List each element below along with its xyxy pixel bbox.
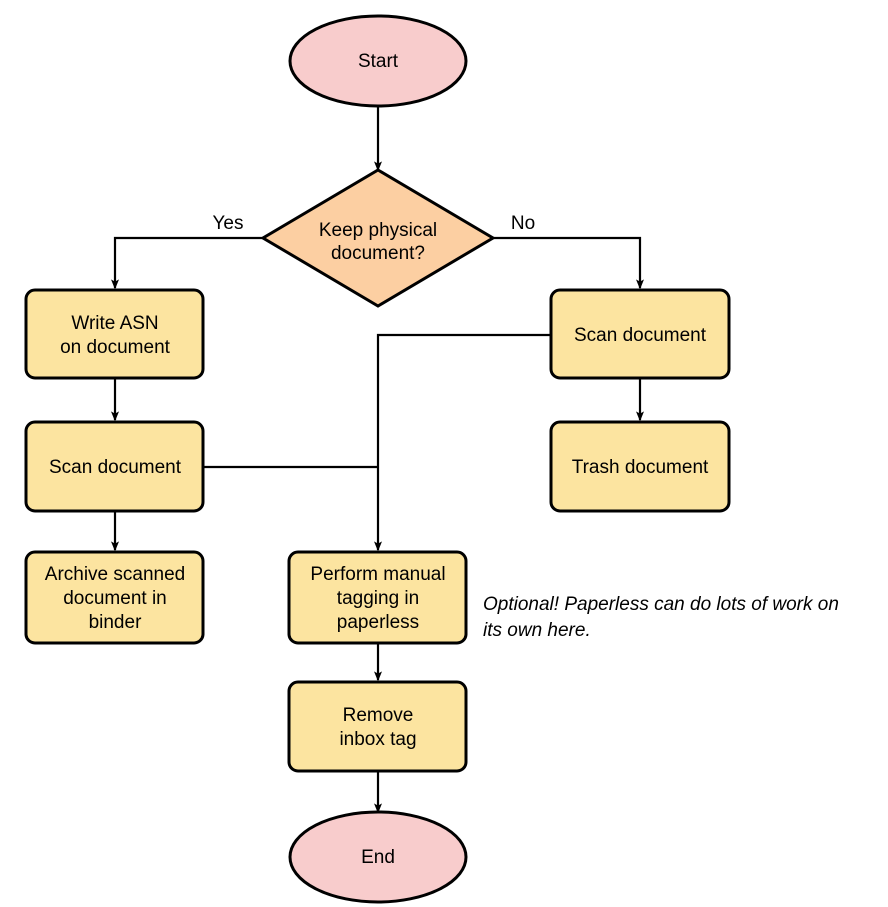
scan-document-right-box-shape <box>549 288 731 380</box>
archive-label-line2: document in <box>63 588 167 609</box>
edge-decision-yes-to-write-asn <box>111 236 263 290</box>
remove-inbox-label-line2: inbox tag <box>339 729 416 750</box>
remove-inbox-label-line1: Remove <box>343 705 414 726</box>
scan-document-left-label: Scan document <box>49 457 182 478</box>
scan-document-left-box-shape <box>24 420 205 513</box>
write-asn-box-shape <box>24 288 205 380</box>
edge-label-no: No <box>511 213 535 234</box>
archive-box-shape <box>24 550 205 645</box>
end-ellipse-shape <box>288 810 468 904</box>
tagging-box-shape <box>287 550 468 645</box>
decision-label-line1: Keep physical <box>319 220 437 241</box>
node-end[interactable]: End <box>288 810 468 904</box>
annotation-line1: Optional! Paperless can do lots of work … <box>483 594 839 615</box>
decision-label-line2: document? <box>331 243 425 264</box>
decision-diamond-shape <box>260 168 496 308</box>
node-decision-keep-physical-document[interactable]: Keep physical document? <box>260 168 496 308</box>
trash-document-box-shape <box>549 420 731 513</box>
node-scan-document-left[interactable]: Scan document <box>24 420 205 513</box>
node-start[interactable]: Start <box>288 14 468 108</box>
edge-decision-no-to-scan-right <box>493 236 644 290</box>
edge-label-yes: Yes <box>213 213 244 234</box>
remove-inbox-box-shape <box>287 680 468 773</box>
annotation-line2: its own here. <box>483 620 591 641</box>
archive-label-line3: binder <box>89 612 142 633</box>
tagging-label-line2: tagging in <box>337 588 419 609</box>
tagging-label-line1: Perform manual <box>310 564 445 585</box>
start-ellipse-shape <box>288 14 468 108</box>
annotation-optional-note: Optional! Paperless can do lots of work … <box>483 594 839 641</box>
node-scan-document-right[interactable]: Scan document <box>549 288 731 380</box>
archive-label-line1: Archive scanned <box>45 564 185 585</box>
node-trash-document[interactable]: Trash document <box>549 420 731 513</box>
node-remove-inbox-tag[interactable]: Remove inbox tag <box>287 680 468 773</box>
end-label: End <box>361 847 395 868</box>
node-perform-manual-tagging[interactable]: Perform manual tagging in paperless <box>287 550 468 645</box>
node-write-asn-on-document[interactable]: Write ASN on document <box>24 288 205 380</box>
trash-document-label: Trash document <box>572 457 709 478</box>
write-asn-label-line2: on document <box>60 337 171 358</box>
start-label: Start <box>358 51 399 72</box>
tagging-label-line3: paperless <box>337 612 419 633</box>
edge-scan-right-to-tagging <box>374 333 551 552</box>
node-archive-scanned-document[interactable]: Archive scanned document in binder <box>24 550 205 645</box>
scan-document-right-label: Scan document <box>574 325 707 346</box>
write-asn-label-line1: Write ASN <box>71 313 158 334</box>
